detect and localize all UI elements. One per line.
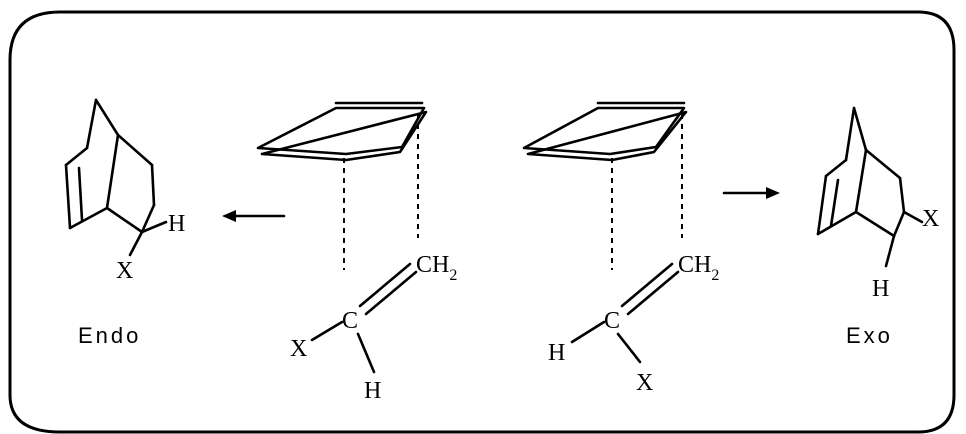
- exo-x-label: X: [922, 206, 939, 232]
- endo-h-label: H: [168, 211, 185, 237]
- endo-caption: Endo: [78, 323, 141, 348]
- endo-dienophile: C X H CH2: [290, 252, 457, 404]
- endo-c-label: C: [342, 308, 358, 334]
- exo-h-label: H: [872, 276, 889, 302]
- exo-dienophile: C H X CH2: [548, 252, 719, 396]
- endo-sub-h-label: H: [364, 378, 381, 404]
- exo-ch2-label: CH2: [678, 252, 719, 284]
- exo-product: X H: [816, 106, 939, 302]
- exo-sub-x-label: X: [636, 370, 653, 396]
- rounded-frame: [8, 10, 956, 434]
- exo-c-label: C: [604, 308, 620, 334]
- endo-ch2-label: CH2: [416, 252, 457, 284]
- endo-arrow: [222, 210, 286, 222]
- endo-x-label: X: [116, 258, 133, 284]
- exo-sub-h-label: H: [548, 340, 565, 366]
- exo-caption: Exo: [846, 323, 893, 348]
- exo-arrow: [722, 187, 780, 199]
- exo-diene-plane: [522, 101, 688, 162]
- endo-product: H X: [64, 98, 185, 284]
- endo-sub-x-label: X: [290, 336, 307, 362]
- endo-diene-plane: [256, 101, 428, 162]
